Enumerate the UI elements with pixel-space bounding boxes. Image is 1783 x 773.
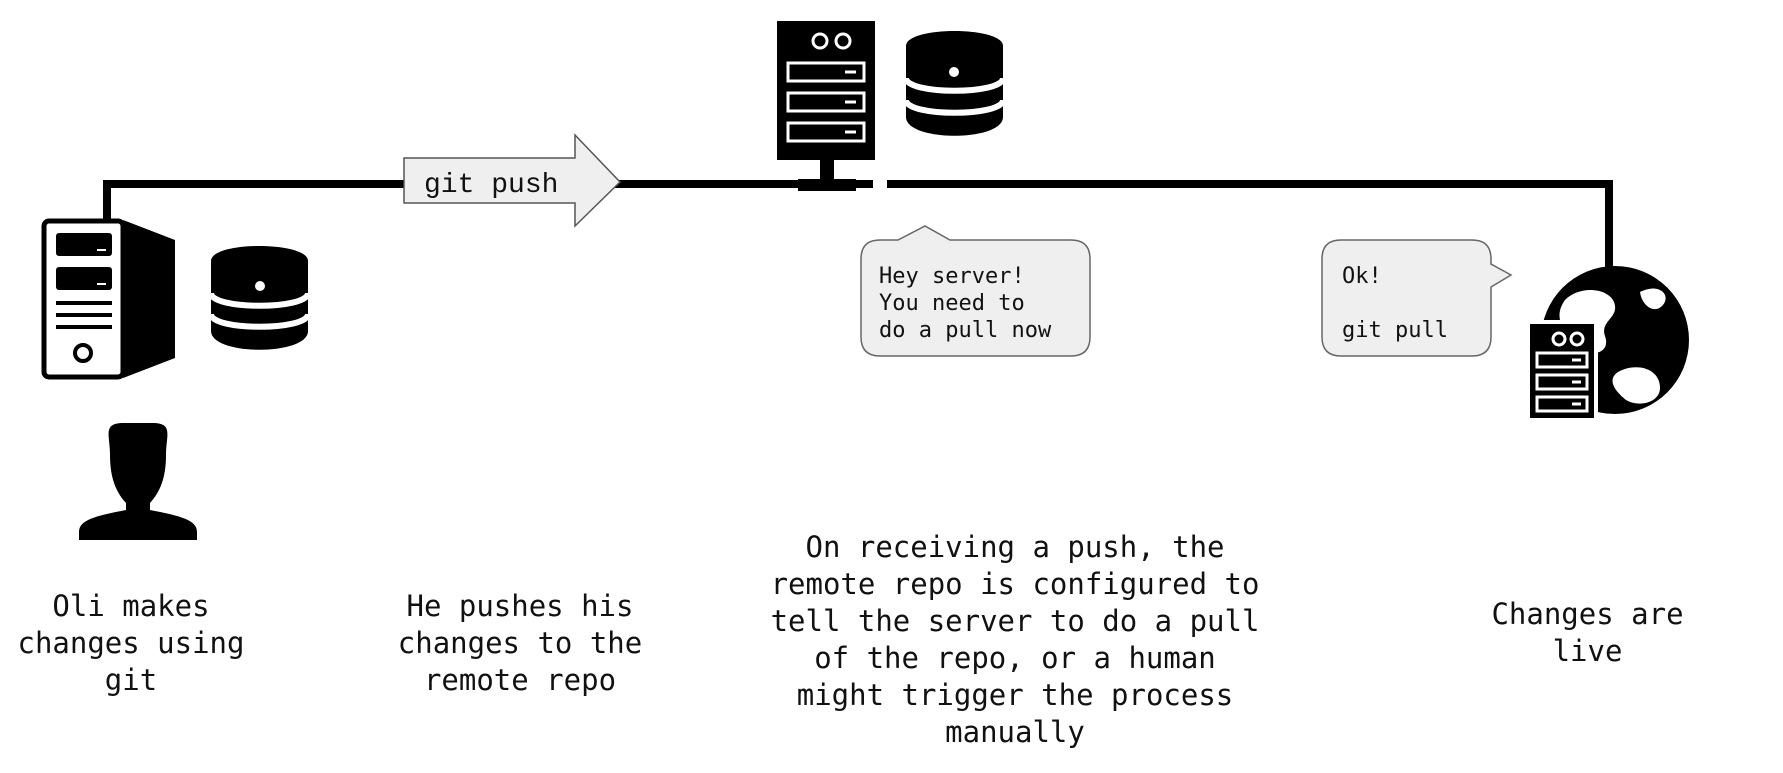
remote-database-icon: [903, 31, 1006, 136]
caption-step-1: Oli makes changes using git: [17, 589, 245, 697]
server-bubble-line-3: do a pull now: [879, 318, 1052, 343]
web-server-globe-icon: [1526, 266, 1689, 422]
caption-step-2: He pushes his changes to the remote repo: [397, 589, 643, 697]
desktop-tower-icon: [41, 218, 175, 380]
live-bubble-line-1: Ok!: [1342, 264, 1382, 289]
user-icon: [79, 423, 197, 540]
caption-step-3: On receiving a push, the remote repo is …: [770, 530, 1260, 749]
git-push-arrow: git push: [403, 133, 622, 228]
caption-step-4: Changes are live: [1491, 597, 1684, 668]
local-database-icon: [208, 246, 311, 350]
live-speech-bubble: Ok! git pull: [1321, 239, 1513, 357]
server-bubble-line-1: Hey server!: [879, 264, 1025, 289]
network-line-right: [887, 180, 1613, 270]
server-speech-bubble: Hey server! You need to do a pull now: [860, 225, 1091, 357]
server-bubble-line-2: You need to: [879, 291, 1025, 316]
server-rack-icon: [777, 21, 875, 191]
live-bubble-line-3: git pull: [1342, 318, 1448, 343]
git-push-label: git push: [424, 170, 558, 201]
